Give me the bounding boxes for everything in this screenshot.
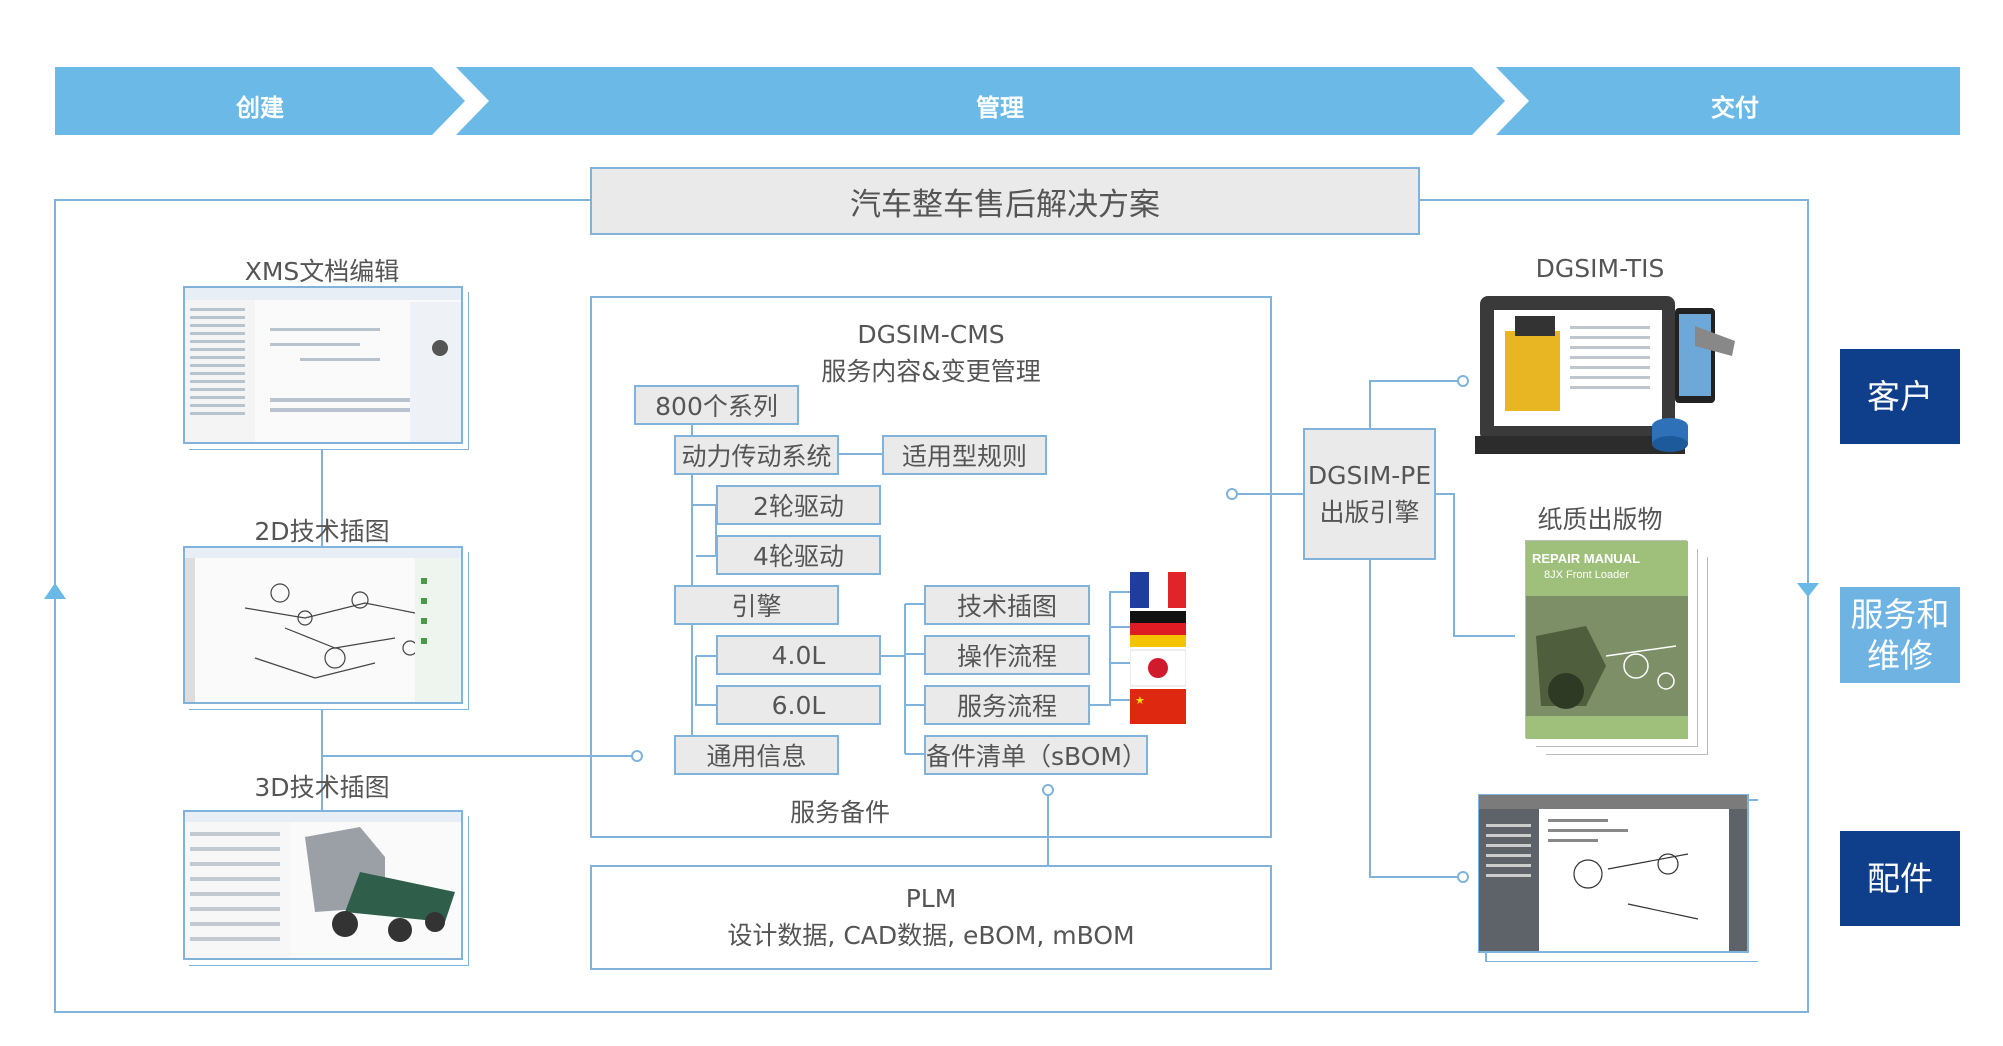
powertrain-node: 动力传动系统 (674, 435, 839, 475)
germany-flag-icon (1130, 611, 1186, 647)
series-node: 800个系列 (634, 385, 799, 425)
manual-title: REPAIR MANUAL (1532, 551, 1641, 566)
customer-tab: 客户 (1840, 349, 1960, 444)
plm-description: 设计数据, CAD数据, eBOM, mBOM (727, 921, 1135, 950)
stage-arrow-create (55, 67, 465, 135)
general-info-node: 通用信息 (674, 735, 839, 775)
paper-label: 纸质出版物 (1537, 505, 1663, 534)
stage-manage-label: 管理 (976, 94, 1024, 122)
service-procedure-node: 服务流程 (924, 685, 1090, 725)
engine-node: 引擎 (674, 585, 839, 625)
cms-title-line1: DGSIM-CMS (857, 320, 1005, 349)
plm-title: PLM (905, 884, 957, 913)
tis-devices-image (1475, 296, 1735, 454)
publishing-engine-box: DGSIM-PE 出版引擎 (1303, 428, 1436, 560)
up-arrow-icon (44, 583, 66, 599)
svg-text:★: ★ (1135, 694, 1145, 707)
service-repair-line1: 服务和 (1850, 594, 1950, 634)
service-repair-tab: 服务和 维修 (1840, 587, 1960, 683)
stage-create-label: 创建 (236, 94, 284, 122)
parts-catalog-screenshot (1478, 794, 1758, 962)
loader-illustration (1526, 596, 1688, 716)
repair-manual-cover: REPAIR MANUAL 8JX Front Loader (1525, 540, 1688, 739)
stage-arrow-deliver (1496, 67, 1960, 135)
pe-subtitle: 出版引擎 (1319, 498, 1420, 527)
tech2d-label: 2D技术插图 (254, 517, 390, 546)
applicability-rules-node: 适用型规则 (882, 435, 1047, 475)
two-wheel-drive-node: 2轮驱动 (716, 485, 881, 525)
sbom-node: 备件清单（sBOM） (924, 735, 1148, 775)
japan-flag-icon (1130, 649, 1186, 687)
manual-subtitle: 8JX Front Loader (1544, 569, 1629, 581)
xms-editor-screenshot (183, 286, 463, 444)
cms-title-line2: 服务内容&变更管理 (821, 357, 1041, 386)
process-arrow-bar (55, 67, 1960, 135)
france-flag-icon (1130, 572, 1186, 608)
tech3d-screenshot (183, 810, 463, 960)
stage-arrow-manage (456, 67, 1505, 135)
language-flags: ★ (1130, 572, 1186, 724)
engine-60l-node: 6.0L (716, 685, 881, 725)
tech2d-screenshot (183, 546, 463, 704)
outer-frame-line (54, 199, 1809, 1013)
cms-container (590, 296, 1272, 838)
service-parts-label: 服务备件 (789, 798, 890, 827)
service-repair-line2: 维修 (1867, 636, 1933, 675)
parts-tab: 配件 (1840, 831, 1960, 926)
tech-illustration-node: 技术插图 (924, 585, 1090, 625)
down-arrow-icon (1797, 583, 1819, 597)
xms-label: XMS文档编辑 (244, 257, 400, 286)
four-wheel-drive-node: 4轮驱动 (716, 535, 881, 575)
tech3d-truck-thumbnail (185, 812, 461, 958)
operation-procedure-node: 操作流程 (924, 635, 1090, 675)
xms-editor-thumbnail (185, 288, 461, 442)
tech2d-drawing-thumbnail (185, 548, 461, 702)
china-flag-icon: ★ (1130, 689, 1186, 724)
solution-title: 汽车整车售后解决方案 (590, 167, 1420, 235)
stage-deliver-label: 交付 (1711, 94, 1759, 122)
tis-label: DGSIM-TIS (1535, 254, 1665, 283)
pe-title: DGSIM-PE (1307, 460, 1432, 490)
engine-40l-node: 4.0L (716, 635, 881, 675)
plm-box (590, 865, 1272, 970)
tech3d-label: 3D技术插图 (254, 773, 390, 802)
